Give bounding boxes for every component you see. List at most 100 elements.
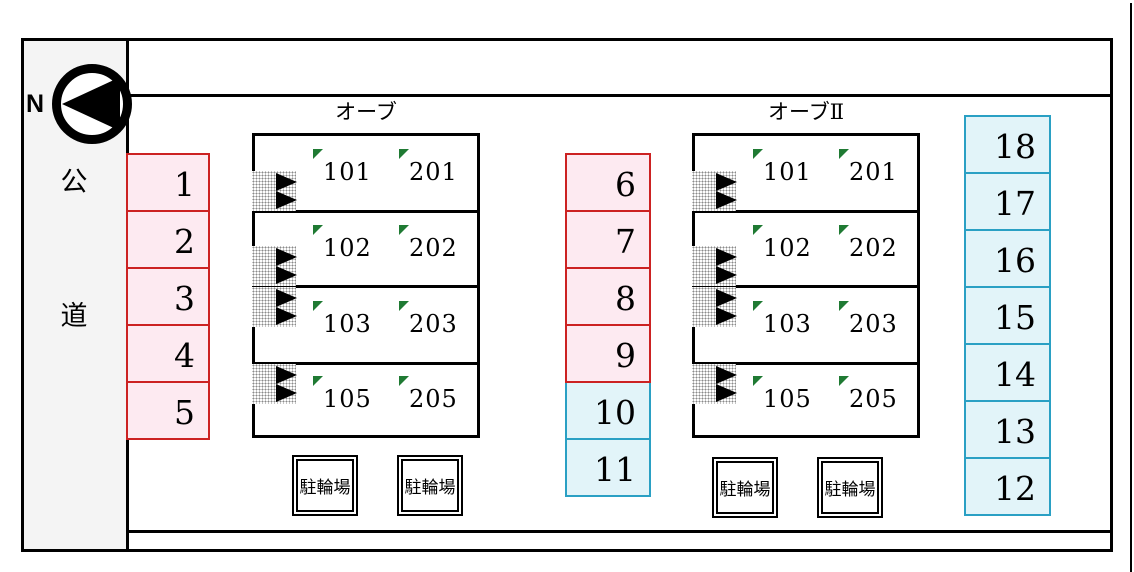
- room-number: 203: [409, 309, 458, 338]
- building-2-row-3: 103 203: [692, 285, 917, 362]
- door-marker-icon: [753, 149, 763, 159]
- parking-space-10: 10: [565, 381, 651, 440]
- entrance-icon: [252, 364, 297, 404]
- parking-space-5: 5: [126, 381, 210, 440]
- parking-space-7: 7: [565, 210, 651, 269]
- compass-icon: [52, 64, 132, 144]
- door-marker-icon: [753, 301, 763, 311]
- parking-space-18: 18: [964, 115, 1051, 174]
- room-number: 103: [763, 309, 812, 338]
- entrance-icon: [252, 246, 297, 286]
- parking-space-17: 17: [964, 172, 1051, 231]
- arrow-right-icon: [716, 384, 737, 402]
- door-marker-icon: [313, 301, 323, 311]
- entrance-icon: [692, 364, 737, 404]
- compass-needle-icon: [62, 77, 120, 131]
- arrow-right-icon: [716, 366, 737, 384]
- building-1-row-3: 103 203: [252, 285, 477, 362]
- building-2: 101 201 102 202 103 203 105 205: [692, 133, 920, 438]
- room-number: 205: [849, 384, 898, 413]
- building-2-row-4: 105 205: [692, 362, 917, 435]
- door-marker-icon: [399, 301, 409, 311]
- door-marker-icon: [753, 225, 763, 235]
- arrow-right-icon: [276, 384, 297, 402]
- room-number: 205: [409, 384, 458, 413]
- parking-space-3: 3: [126, 267, 210, 326]
- entrance-icon: [252, 287, 297, 327]
- arrow-right-icon: [276, 191, 297, 209]
- arrow-right-icon: [276, 266, 297, 284]
- parking-space-6: 6: [565, 153, 651, 212]
- entrance-icon: [252, 171, 297, 211]
- north-label: N: [26, 90, 45, 118]
- bicycle-parking-label: 駐輪場: [821, 461, 879, 514]
- bicycle-parking-1: 駐輪場: [292, 455, 358, 516]
- building-1-row-1: 101 201: [252, 136, 477, 211]
- door-marker-icon: [313, 149, 323, 159]
- door-marker-icon: [839, 149, 849, 159]
- building-2-row-1: 101 201: [692, 136, 917, 211]
- page-edge-line: [1130, 3, 1132, 572]
- road-label-char-2: 道: [60, 301, 88, 332]
- parking-space-8: 8: [565, 267, 651, 326]
- door-marker-icon: [313, 225, 323, 235]
- bicycle-parking-label: 駐輪場: [296, 459, 354, 512]
- room-number: 103: [323, 309, 372, 338]
- parking-space-15: 15: [964, 286, 1051, 345]
- building-1: 101 201 102 202 103 203 105 205: [252, 133, 480, 438]
- room-number: 201: [849, 157, 898, 186]
- entrance-icon: [692, 246, 737, 286]
- room-number: 203: [849, 309, 898, 338]
- building-2-row-2: 102 202: [692, 210, 917, 286]
- arrow-right-icon: [716, 173, 737, 191]
- room-number: 105: [323, 384, 372, 413]
- room-number: 202: [409, 233, 458, 262]
- room-number: 102: [763, 233, 812, 262]
- arrow-right-icon: [276, 366, 297, 384]
- door-marker-icon: [839, 225, 849, 235]
- arrow-right-icon: [276, 248, 297, 266]
- arrow-right-icon: [276, 307, 297, 325]
- parking-space-4: 4: [126, 324, 210, 383]
- bottom-road-line: [129, 530, 1110, 533]
- room-number: 102: [323, 233, 372, 262]
- arrow-right-icon: [716, 289, 737, 307]
- room-number: 105: [763, 384, 812, 413]
- building-2-title: オーブⅡ: [767, 100, 844, 124]
- arrow-right-icon: [716, 307, 737, 325]
- door-marker-icon: [313, 376, 323, 386]
- plan-frame: [21, 38, 1113, 552]
- door-marker-icon: [839, 301, 849, 311]
- bicycle-parking-3: 駐輪場: [712, 457, 778, 518]
- room-number: 101: [323, 157, 372, 186]
- room-number: 101: [763, 157, 812, 186]
- arrow-right-icon: [716, 266, 737, 284]
- building-1-title: オーブ: [335, 100, 397, 124]
- parking-space-13: 13: [964, 400, 1051, 459]
- building-1-row-4: 105 205: [252, 362, 477, 435]
- parking-space-2: 2: [126, 210, 210, 269]
- arrow-right-icon: [276, 173, 297, 191]
- room-number: 201: [409, 157, 458, 186]
- door-marker-icon: [753, 376, 763, 386]
- bicycle-parking-label: 駐輪場: [401, 459, 459, 512]
- building-1-row-2: 102 202: [252, 210, 477, 286]
- arrow-right-icon: [716, 191, 737, 209]
- parking-space-12: 12: [964, 457, 1051, 516]
- parking-space-14: 14: [964, 343, 1051, 402]
- parking-space-9: 9: [565, 324, 651, 383]
- bicycle-parking-2: 駐輪場: [397, 455, 463, 516]
- arrow-right-icon: [276, 289, 297, 307]
- parking-space-1: 1: [126, 153, 210, 212]
- door-marker-icon: [399, 225, 409, 235]
- entrance-icon: [692, 287, 737, 327]
- road-label-char-1: 公: [60, 167, 88, 198]
- bicycle-parking-label: 駐輪場: [716, 461, 774, 514]
- parking-space-16: 16: [964, 229, 1051, 288]
- door-marker-icon: [399, 149, 409, 159]
- parking-space-11: 11: [565, 438, 651, 497]
- door-marker-icon: [839, 376, 849, 386]
- arrow-right-icon: [716, 248, 737, 266]
- door-marker-icon: [399, 376, 409, 386]
